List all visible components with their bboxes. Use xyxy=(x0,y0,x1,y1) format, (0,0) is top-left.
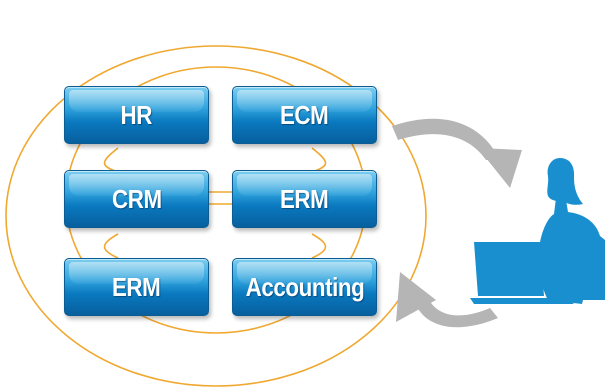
module-label: ERM xyxy=(280,183,329,214)
module-accounting[interactable]: Accounting xyxy=(232,258,377,316)
module-hr[interactable]: HR xyxy=(64,86,209,144)
connector-left xyxy=(103,147,119,173)
module-crm[interactable]: CRM xyxy=(64,170,209,228)
module-erm-top[interactable]: ERM xyxy=(232,170,377,228)
connector-right-lower xyxy=(311,233,327,259)
module-label: Accounting xyxy=(245,271,364,302)
connector-left-lower xyxy=(103,233,119,259)
curved-arrow-icon xyxy=(392,118,522,188)
person-at-laptop-icon xyxy=(470,158,605,304)
module-label: ERM xyxy=(112,271,161,302)
module-ecm[interactable]: ECM xyxy=(232,86,377,144)
module-erm-bottom[interactable]: ERM xyxy=(64,258,209,316)
module-label: ECM xyxy=(280,99,329,130)
module-label: HR xyxy=(120,99,153,130)
module-label: CRM xyxy=(111,183,162,214)
connector-right xyxy=(311,147,327,173)
outer-ring xyxy=(5,45,427,387)
curved-arrow-icon xyxy=(396,272,498,328)
